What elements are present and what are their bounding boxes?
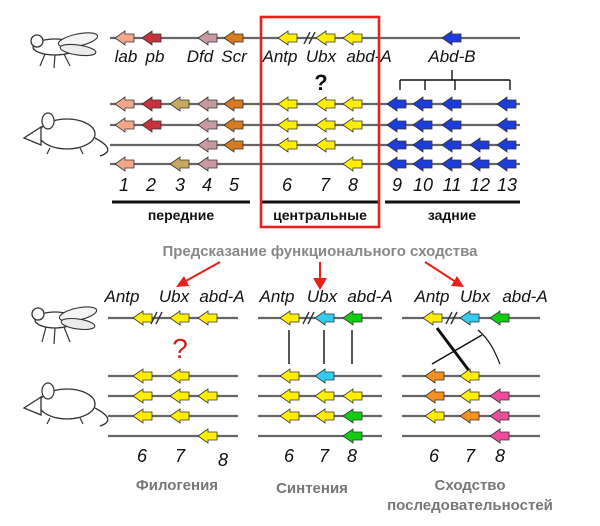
gene-label-abd-b: Abd-B — [427, 47, 475, 66]
p2-num-7: 7 — [319, 446, 330, 466]
p2-gene-abd-a: abd-A — [347, 287, 392, 306]
paralog-number-8: 8 — [348, 175, 358, 195]
p1-method-label: Филогения — [136, 477, 218, 494]
gene-label-dfd: Dfd — [187, 47, 214, 66]
abd-b-bracket — [399, 70, 511, 90]
p3-gene-abd-a: abd-A — [502, 287, 547, 306]
p2-gene-ubx: Ubx — [307, 287, 338, 306]
gene-label-pb: pb — [145, 47, 165, 66]
p3-gene-antp: Antp — [414, 287, 450, 306]
p1-num-6: 6 — [137, 446, 148, 466]
fly-icon — [30, 32, 99, 69]
paralog-number-10: 10 — [413, 175, 433, 195]
prediction-title: Предсказание функционального сходства — [162, 243, 478, 260]
panel-phylogeny: Antp Ubx abd-A ? 6 7 8 Филогения — [104, 287, 245, 494]
paralog-number-5: 5 — [229, 175, 240, 195]
gene-label-lab: lab — [115, 47, 138, 66]
paralog-number-2: 2 — [145, 175, 156, 195]
paralog-number-9: 9 — [392, 175, 402, 195]
central-highlight-box — [259, 15, 381, 229]
gene-label-abd-a: abd-A — [346, 47, 391, 66]
p3-gene-ubx: Ubx — [460, 287, 491, 306]
p2-num-8: 8 — [347, 446, 357, 466]
fly-icon-small — [31, 306, 98, 345]
p3-num-8: 8 — [495, 446, 505, 466]
gene-label-ubx: Ubx — [306, 47, 337, 66]
panel-sequence-similarity: Antp Ubx abd-A 6 7 8 Сходство последоват… — [387, 287, 553, 514]
gene-label-antp: Antp — [262, 47, 298, 66]
gene-label-scr: Scr — [221, 47, 248, 66]
p3-method-label-line2: последовательностей — [387, 497, 553, 514]
red-arrow-left — [176, 261, 221, 287]
paralog-number-1: 1 — [119, 175, 129, 195]
paralog-number-7: 7 — [320, 175, 331, 195]
group-label-anterior: передние — [148, 207, 215, 223]
p1-gene-abd-a: abd-A — [199, 287, 244, 306]
p3-method-label-line1: Сходство — [435, 477, 506, 494]
paralog-number-3: 3 — [175, 175, 185, 195]
p2-method-label: Синтения — [276, 480, 348, 497]
group-label-central: центральные — [273, 207, 367, 223]
group-label-posterior: задние — [428, 207, 477, 223]
paralog-number-4: 4 — [202, 175, 212, 195]
paralog-number-6: 6 — [282, 175, 293, 195]
mouse-icon — [22, 112, 109, 157]
red-arrow-right — [424, 261, 464, 287]
p3-num-7: 7 — [465, 446, 476, 466]
panel-synteny: Antp Ubx abd-A 6 7 8 Синтения — [258, 287, 393, 497]
paralog-number-12: 12 — [470, 175, 490, 195]
p2-gene-antp: Antp — [259, 287, 295, 306]
red-arrow-center — [313, 262, 327, 290]
p3-num-6: 6 — [429, 446, 440, 466]
paralog-number-11: 11 — [443, 175, 462, 195]
p1-gene-ubx: Ubx — [159, 287, 190, 306]
p2-num-6: 6 — [284, 446, 295, 466]
p1-gene-antp: Antp — [104, 287, 140, 306]
question-mark: ? — [314, 70, 327, 95]
mouse-icon-small — [22, 382, 109, 427]
p1-question-mark: ? — [172, 333, 188, 364]
paralog-number-13: 13 — [497, 175, 517, 195]
p1-num-8: 8 — [218, 450, 228, 470]
p1-num-7: 7 — [175, 446, 186, 466]
